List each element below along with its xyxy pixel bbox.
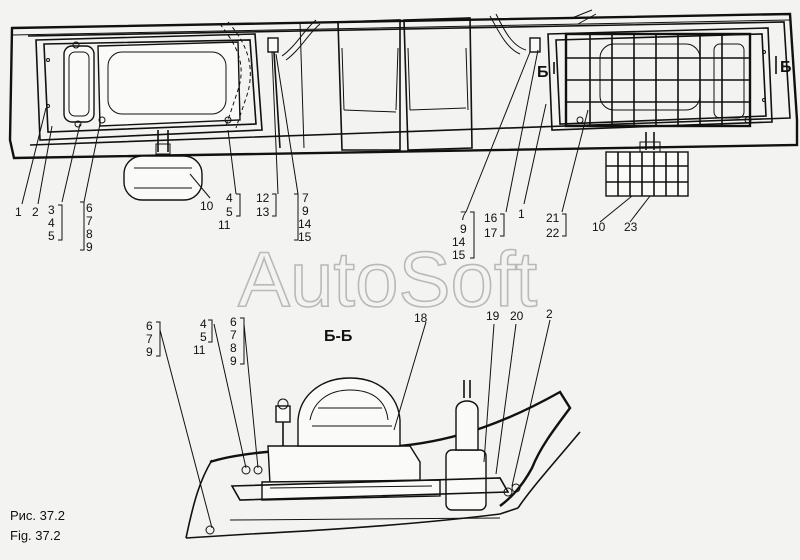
- section-title: Б-Б: [324, 328, 352, 345]
- labels-top: 1 2 3 4 5 6 7 8 9 10 4 5 11 12 13 7 9 14…: [15, 191, 638, 262]
- section-marker-left: Б: [537, 64, 549, 81]
- label-16: 16: [484, 211, 498, 225]
- leader-lines-top: [21, 49, 651, 223]
- label-10b: 10: [592, 220, 606, 234]
- label-23: 23: [624, 220, 638, 234]
- label-9d: 9: [460, 222, 467, 236]
- label-13: 13: [256, 205, 270, 219]
- label-9c: 9: [302, 204, 309, 218]
- label-7c: 7: [302, 191, 309, 205]
- watermark-text: AutoSoft: [238, 235, 538, 323]
- label-2: 2: [32, 205, 39, 219]
- label-11: 11: [218, 218, 231, 232]
- label-3: 3: [48, 203, 55, 217]
- label-s6: 6: [146, 319, 153, 333]
- label-20: 20: [510, 309, 524, 323]
- section-marker-right: Б: [780, 59, 792, 76]
- label-s9b: 9: [230, 354, 237, 368]
- label-7d: 7: [460, 209, 467, 223]
- label-s5: 5: [200, 330, 207, 344]
- label-14c: 14: [298, 217, 312, 231]
- label-8: 8: [86, 227, 93, 241]
- label-14d: 14: [452, 235, 466, 249]
- label-22: 22: [546, 226, 560, 240]
- label-12: 12: [256, 191, 270, 205]
- label-6: 6: [86, 201, 93, 215]
- label-17: 17: [484, 226, 498, 240]
- label-15c: 15: [298, 230, 312, 244]
- labels-section: 6 7 9 4 5 11 6 7 8 9 18 19 20 2: [146, 307, 553, 368]
- label-15d: 15: [452, 248, 466, 262]
- label-4: 4: [48, 216, 55, 230]
- label-4b: 4: [226, 191, 233, 205]
- label-5: 5: [48, 229, 55, 243]
- label-s7b: 7: [230, 328, 237, 342]
- label-10: 10: [200, 199, 214, 213]
- label-1b: 1: [518, 207, 525, 221]
- label-1: 1: [15, 205, 22, 219]
- label-5b: 5: [226, 205, 233, 219]
- caption-en: Fig. 37.2: [10, 528, 61, 543]
- label-7: 7: [86, 214, 93, 228]
- label-s7: 7: [146, 332, 153, 346]
- label-2b: 2: [546, 307, 553, 321]
- label-9: 9: [86, 240, 93, 254]
- label-21: 21: [546, 211, 560, 225]
- label-s9: 9: [146, 345, 153, 359]
- label-s11: 11: [193, 343, 206, 357]
- label-18: 18: [414, 311, 428, 325]
- section-view: [185, 377, 581, 539]
- label-s8: 8: [230, 341, 237, 355]
- bumper-top-view: Б Б: [8, 9, 799, 201]
- label-19: 19: [486, 309, 500, 323]
- label-s6b: 6: [230, 315, 237, 329]
- leader-lines-section: [159, 319, 551, 529]
- caption-ru: Рис. 37.2: [10, 508, 65, 523]
- label-s4: 4: [200, 317, 207, 331]
